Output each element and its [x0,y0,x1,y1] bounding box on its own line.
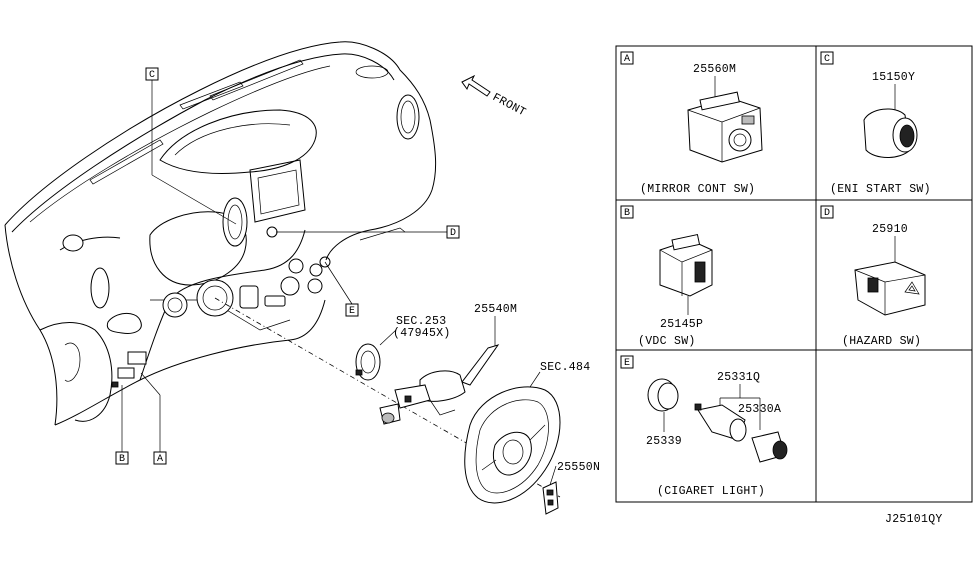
panel-e-part-a: 25330A [738,403,781,416]
hazard-triangle-icon [904,281,920,295]
clock-spring-part: SEC.253 (47945X) [355,315,451,381]
callout-e[interactable]: E [345,303,359,317]
panel-d-part: 25910 [872,223,908,236]
svg-text:FRONT: FRONT [490,91,528,119]
panel-e-part-main: 25331Q [717,371,760,384]
callout-d[interactable]: D [446,225,460,239]
svg-text:D: D [450,228,456,239]
panel-a-part: 25560M [693,63,736,76]
p25550n-label: 25550N [557,461,600,474]
panel-c-caption: (ENI START SW) [830,183,931,196]
callout-a[interactable]: A [153,451,167,465]
combination-switch-part: 25540M [379,303,517,425]
front-arrow-icon: FRONT [461,74,528,119]
panel-eni-start-sw[interactable]: C 15150Y (ENI START SW) [820,51,931,196]
callout-c[interactable]: C [145,67,159,81]
panel-a-letter: A [624,54,630,65]
dashboard-drawing [4,41,437,426]
panel-cigaret-light[interactable]: E 25331Q 25330A 25339 (CIGARET LIGHT) [620,355,788,498]
panel-b-letter: B [624,208,630,219]
panel-b-part: 25145P [660,318,703,331]
steering-switch-part: 25550N [542,461,600,515]
panel-c-letter: C [824,54,830,65]
panel-hazard-sw[interactable]: D 25910 (HAZARD SW) [820,205,926,348]
panel-vdc-sw[interactable]: B 25145P (VDC SW) [620,205,713,348]
svg-text:C: C [149,70,155,81]
svg-text:B: B [119,454,125,465]
sec253-sub-label: (47945X) [393,327,451,340]
parts-grid [615,45,973,503]
sec484-label: SEC.484 [540,361,590,374]
svg-text:E: E [349,306,355,317]
sec253-label: SEC.253 [396,315,446,328]
panel-b-caption: (VDC SW) [638,335,696,348]
p25540m-label: 25540M [474,303,517,316]
panel-c-part: 15150Y [872,71,915,84]
steering-wheel-part: SEC.484 [464,361,590,504]
diagram-id: J25101QY [885,513,943,526]
svg-text:A: A [157,454,163,465]
panel-e-letter: E [624,358,630,369]
dashboard-leaders [121,80,561,498]
callout-b[interactable]: B [115,451,129,465]
panel-mirror-cont-sw[interactable]: A 25560M (MIRROR CONT SW) [620,51,763,196]
panel-d-letter: D [824,208,830,219]
panel-e-caption: (CIGARET LIGHT) [657,485,765,498]
panel-e-part-b: 25339 [646,435,682,448]
panel-a-caption: (MIRROR CONT SW) [640,183,755,196]
panel-d-caption: (HAZARD SW) [842,335,921,348]
